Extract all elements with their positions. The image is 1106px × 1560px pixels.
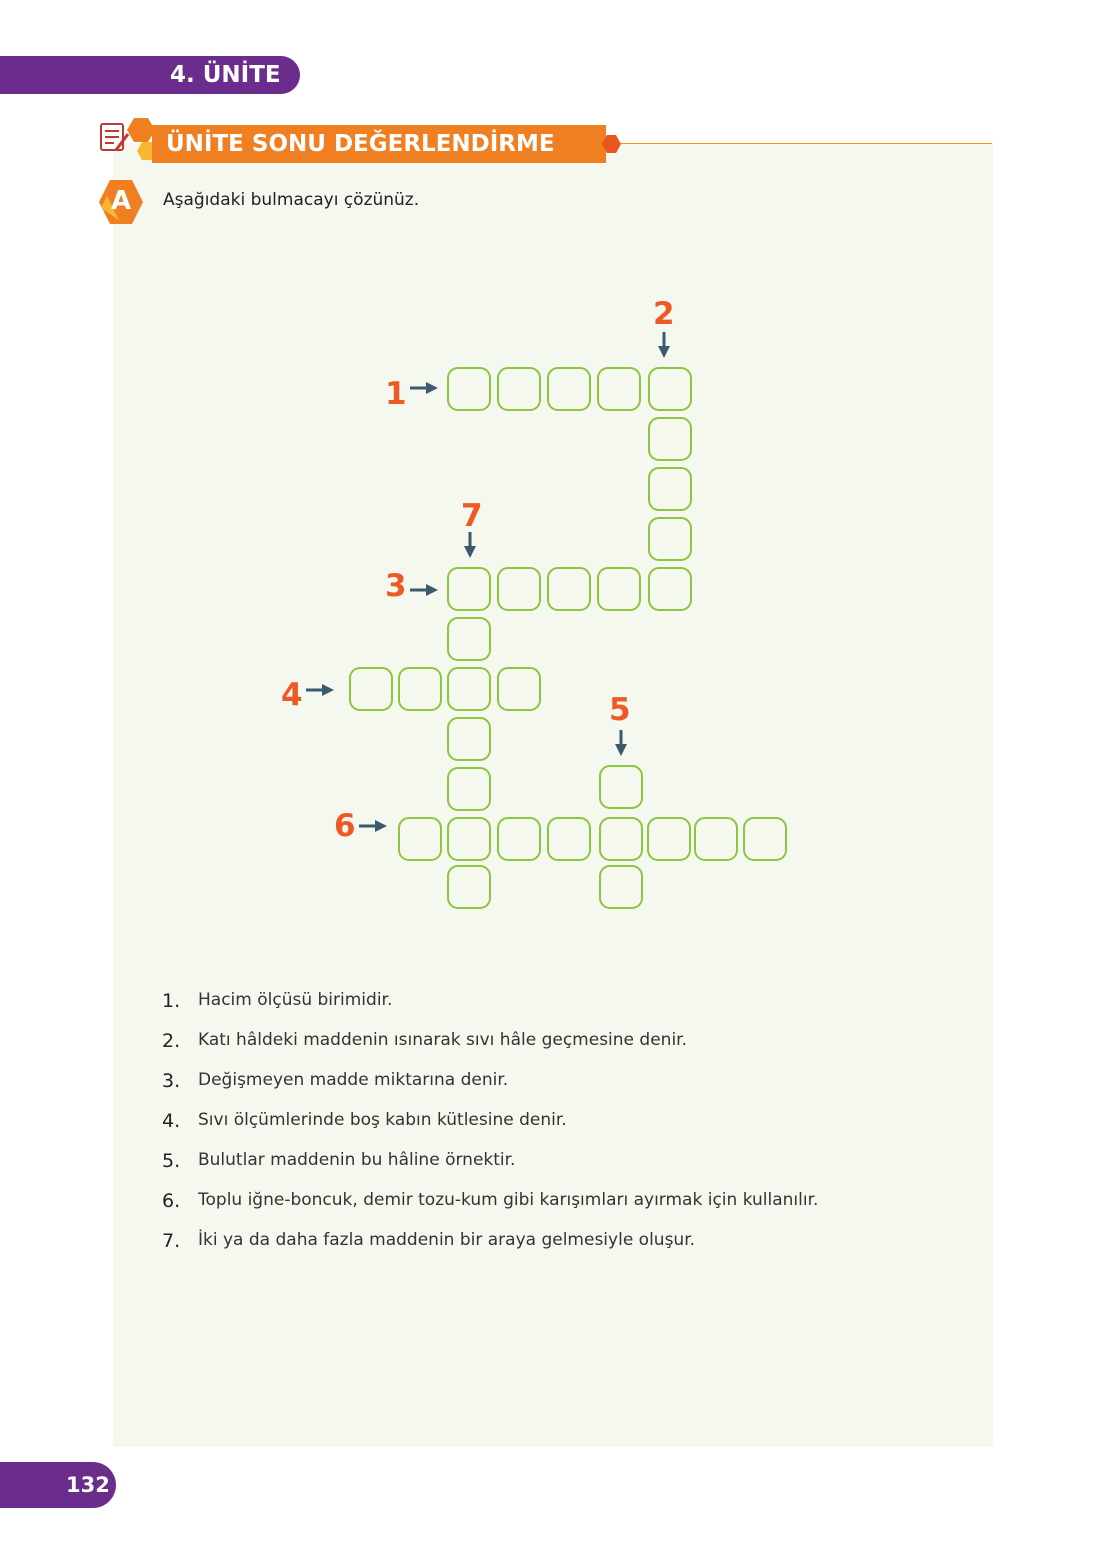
crossword-cell[interactable] (648, 367, 692, 411)
clue-item: 6. Toplu iğne-boncuk, demir tozu-kum gibi… (162, 1190, 818, 1230)
clue-number-7: 7 (461, 498, 483, 534)
crossword-cell[interactable] (599, 765, 643, 809)
clue-item-text: Değişmeyen madde miktarına denir. (198, 1070, 509, 1090)
arrow-down-icon (615, 730, 627, 756)
crossword-cell[interactable] (398, 667, 442, 711)
evaluation-hexagon-icon (100, 118, 157, 160)
clue-item-number: 6. (162, 1190, 181, 1212)
clue-number-2: 2 (653, 296, 675, 332)
arrow-right-icon (410, 382, 438, 394)
arrow-down-icon (464, 532, 476, 558)
crossword-cell[interactable] (447, 617, 491, 661)
arrow-right-icon (410, 584, 438, 596)
crossword-cell[interactable] (447, 767, 491, 811)
content-area (113, 143, 993, 1447)
crossword-cell[interactable] (547, 817, 591, 861)
crossword-cell[interactable] (447, 865, 491, 909)
arrow-down-icon (658, 332, 670, 358)
letter-hexagon-icon (99, 180, 143, 224)
header-divider (612, 143, 992, 144)
page-number: 132 (66, 1473, 110, 1497)
clue-number-6: 6 (334, 808, 356, 844)
crossword-cell[interactable] (599, 865, 643, 909)
clue-item-text: Hacim ölçüsü birimidir. (198, 990, 393, 1010)
crossword-cell[interactable] (497, 367, 541, 411)
clue-item-text: Bulutlar maddenin bu hâline örnektir. (198, 1150, 516, 1170)
clue-item-text: Toplu iğne-boncuk, demir tozu-kum gibi k… (198, 1190, 819, 1210)
clue-item: 1. Hacim ölçüsü birimidir. (162, 990, 818, 1030)
instruction-text: Aşağıdaki bulmacayı çözünüz. (163, 190, 420, 210)
arrow-right-icon (306, 684, 334, 696)
clue-number-3: 3 (385, 568, 407, 604)
clue-item-number: 1. (162, 990, 181, 1012)
crossword-cell[interactable] (648, 417, 692, 461)
crossword-cell[interactable] (597, 367, 641, 411)
crossword-cell[interactable] (349, 667, 393, 711)
clue-item-number: 3. (162, 1070, 181, 1092)
clue-number-5: 5 (609, 692, 631, 728)
page-number-tab: 132 (0, 1462, 116, 1508)
section-letter: A (110, 186, 132, 216)
clue-item: 7. İki ya da daha fazla maddenin bir aray… (162, 1230, 818, 1270)
clue-item-text: Katı hâldeki maddenin ısınarak sıvı hâle… (198, 1030, 687, 1050)
crossword-cell[interactable] (648, 467, 692, 511)
clue-number-1: 1 (385, 376, 407, 412)
crossword-cell[interactable] (547, 567, 591, 611)
crossword-cell[interactable] (547, 367, 591, 411)
clue-list: 1. Hacim ölçüsü birimidir. 2. Katı hâldeki… (162, 990, 818, 1270)
crossword-cell[interactable] (694, 817, 738, 861)
crossword-cell[interactable] (597, 567, 641, 611)
unit-tab: 4. ÜNİTE (0, 56, 300, 94)
clue-item: 2. Katı hâldeki maddenin ısınarak sıvı hâ… (162, 1030, 818, 1070)
crossword-cell[interactable] (447, 817, 491, 861)
crossword-cell[interactable] (497, 667, 541, 711)
section-letter-badge: A (95, 176, 147, 228)
crossword-cell[interactable] (647, 817, 691, 861)
clue-item-text: İki ya da daha fazla maddenin bir araya … (198, 1230, 696, 1250)
arrow-right-icon (359, 820, 387, 832)
clue-item-text: Sıvı ölçümlerinde boş kabın kütlesine de… (198, 1110, 567, 1130)
clue-item-number: 2. (162, 1030, 181, 1052)
crossword-cell[interactable] (447, 717, 491, 761)
clue-item-number: 5. (162, 1150, 181, 1172)
crossword-cell[interactable] (648, 517, 692, 561)
crossword-cell[interactable] (447, 367, 491, 411)
crossword-cell[interactable] (398, 817, 442, 861)
clue-number-4: 4 (281, 677, 303, 713)
crossword-cell[interactable] (497, 817, 541, 861)
crossword-cell[interactable] (447, 567, 491, 611)
section-title: ÜNİTE SONU DEĞERLENDİRME (166, 131, 555, 157)
clue-item-number: 4. (162, 1110, 181, 1132)
clue-item: 5. Bulutlar maddenin bu hâline örnektir. (162, 1150, 818, 1190)
clue-item-number: 7. (162, 1230, 181, 1252)
crossword-cell[interactable] (447, 667, 491, 711)
section-banner: ÜNİTE SONU DEĞERLENDİRME (152, 125, 606, 163)
unit-label: 4. ÜNİTE (170, 62, 281, 88)
banner-end-hexagon-icon (594, 125, 621, 163)
crossword-cell[interactable] (497, 567, 541, 611)
crossword-cell[interactable] (648, 567, 692, 611)
clue-item: 4. Sıvı ölçümlerinde boş kabın kütlesine … (162, 1110, 818, 1150)
crossword-cell[interactable] (599, 817, 643, 861)
clue-item: 3. Değişmeyen madde miktarına denir. (162, 1070, 818, 1110)
crossword-cell[interactable] (743, 817, 787, 861)
